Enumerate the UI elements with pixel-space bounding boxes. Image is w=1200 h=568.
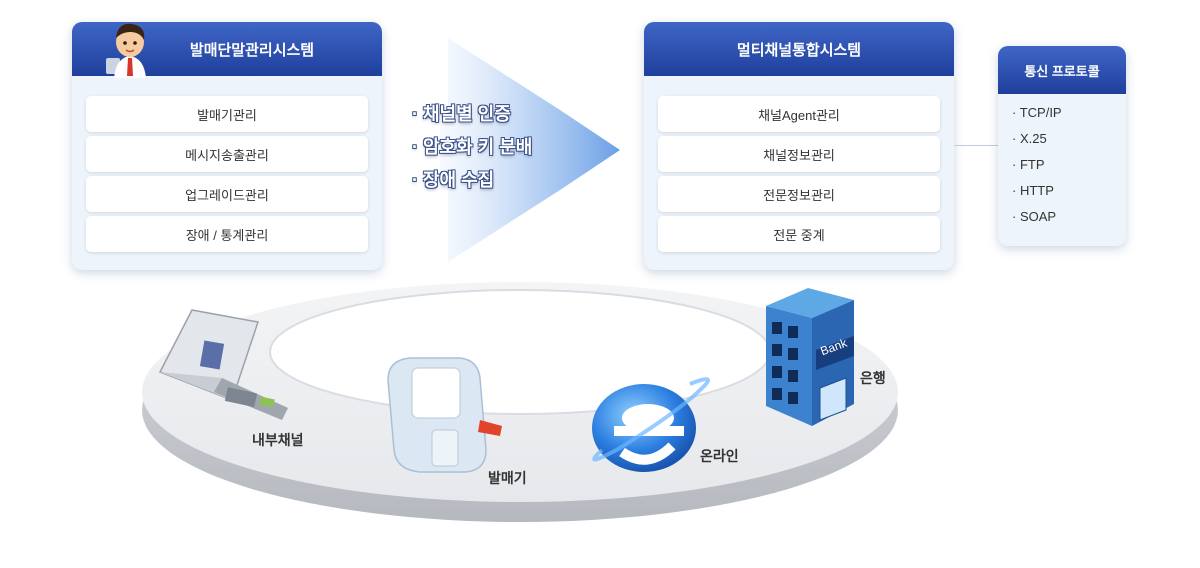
bank-label: 은행	[860, 370, 886, 386]
connector-line	[954, 145, 998, 146]
multichannel-integration-header: 멀티채널통합시스템	[644, 22, 954, 76]
protocol-item: · SOAP	[1012, 209, 1057, 224]
kiosk-label: 발매기	[488, 470, 527, 486]
laptop-icon	[158, 309, 288, 420]
protocol-item: · TCP/IP	[1012, 105, 1062, 120]
list-item: 전문정보관리	[658, 176, 940, 212]
person-avatar-icon	[106, 23, 146, 78]
protocol-header: 통신 프로토콜	[998, 46, 1126, 94]
kiosk-icon	[387, 357, 502, 473]
list-item: 전문 중계	[658, 216, 940, 252]
list-item: 메시지송출관리	[86, 136, 368, 172]
panel-title: 발매단말관리시스템	[189, 41, 315, 59]
internet-explorer-icon	[592, 377, 710, 472]
protocol-panel: 통신 프로토콜 · TCP/IP · X.25 · FTP · HTTP · S…	[998, 46, 1126, 246]
internal-channel-label: 내부채널	[252, 432, 304, 448]
arrow-bullet-key: · 암호화 키 분배	[412, 137, 533, 157]
protocol-item: · FTP	[1012, 157, 1045, 172]
protocol-item: · X.25	[1012, 131, 1047, 146]
multichannel-integration-panel: 멀티채널통합시스템 채널Agent관리 채널정보관리 전문정보관리 전문 중계	[644, 22, 954, 270]
arrow-bullet-auth: · 채널별 인증	[412, 104, 511, 124]
list-item: 장애 / 통계관리	[86, 216, 368, 252]
list-item: 채널정보관리	[658, 136, 940, 172]
list-item: 채널Agent관리	[658, 96, 940, 132]
panel-title: 멀티채널통합시스템	[736, 41, 862, 59]
online-label: 온라인	[700, 448, 739, 464]
arrow-bullet-fault: · 장애 수집	[412, 170, 495, 190]
bank-building-icon	[766, 288, 854, 426]
protocol-item: · HTTP	[1012, 183, 1054, 198]
list-item: 업그레이드관리	[86, 176, 368, 212]
list-item: 발매기관리	[86, 96, 368, 132]
